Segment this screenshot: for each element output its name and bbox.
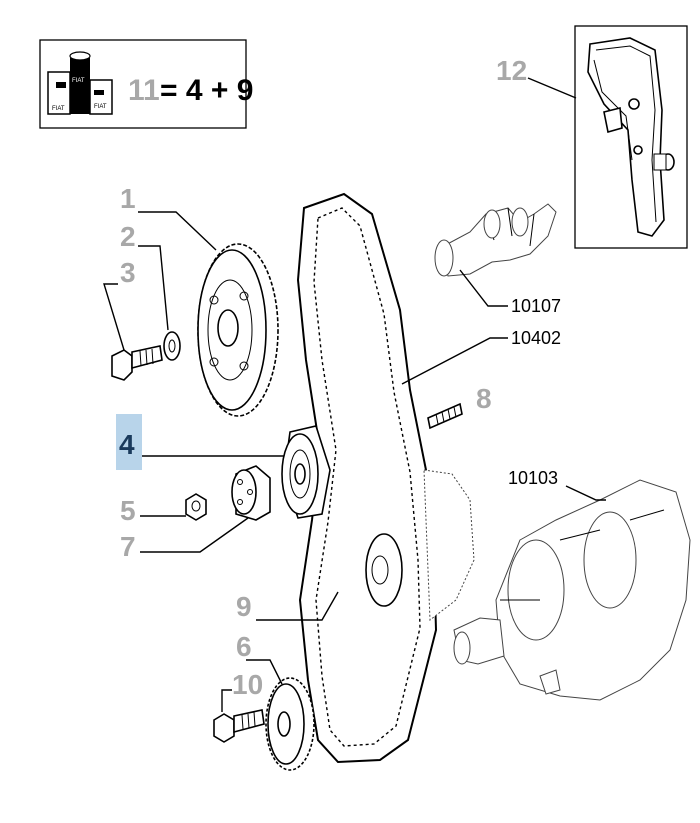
callout-7[interactable]: 7 [120, 531, 136, 562]
kit-icon-label-2: FIAT [72, 78, 85, 84]
camshaft[interactable] [434, 203, 557, 277]
belt-pulley-center [365, 533, 403, 607]
tensioner-bracket[interactable] [231, 465, 271, 521]
kit-box[interactable]: FIAT FIAT FIAT 11 = 4 + 9 [39, 39, 253, 129]
callout-8[interactable]: 8 [476, 383, 492, 414]
callout-5[interactable]: 5 [120, 495, 136, 526]
callout-6[interactable]: 6 [236, 631, 252, 662]
kit-icon-label-3: FIAT [94, 104, 107, 110]
part-number-crankshaft[interactable]: 10103 [508, 468, 558, 488]
stud[interactable] [427, 402, 463, 430]
tensioner-pulley[interactable] [281, 425, 331, 519]
kit-formula: = 4 + 9 [160, 74, 253, 107]
part-number-camshaft[interactable]: 10107 [511, 296, 561, 316]
callout-4-highlight [116, 414, 142, 470]
washer[interactable] [163, 331, 181, 361]
part-number-belt[interactable]: 10402 [511, 328, 561, 348]
callout-4[interactable]: 4 [119, 429, 135, 460]
inset-detail-box[interactable] [574, 25, 688, 249]
crankshaft-bolt[interactable] [213, 709, 265, 743]
crankshaft[interactable] [423, 469, 691, 701]
callout-1[interactable]: 1 [120, 183, 136, 214]
camshaft-sprocket[interactable] [197, 243, 279, 417]
kit-parts-icon: FIAT FIAT FIAT [47, 51, 113, 115]
callout-3[interactable]: 3 [120, 257, 136, 288]
kit-icon-label-1: FIAT [52, 106, 65, 112]
callout-2[interactable]: 2 [120, 221, 136, 252]
nut[interactable] [185, 493, 207, 521]
kit-number: 11 [128, 74, 160, 107]
crankshaft-sprocket[interactable] [265, 677, 315, 771]
callout-12[interactable]: 12 [496, 55, 527, 86]
callout-10[interactable]: 10 [232, 669, 263, 700]
camshaft-bolt[interactable] [111, 345, 163, 381]
callout-9[interactable]: 9 [236, 591, 252, 622]
